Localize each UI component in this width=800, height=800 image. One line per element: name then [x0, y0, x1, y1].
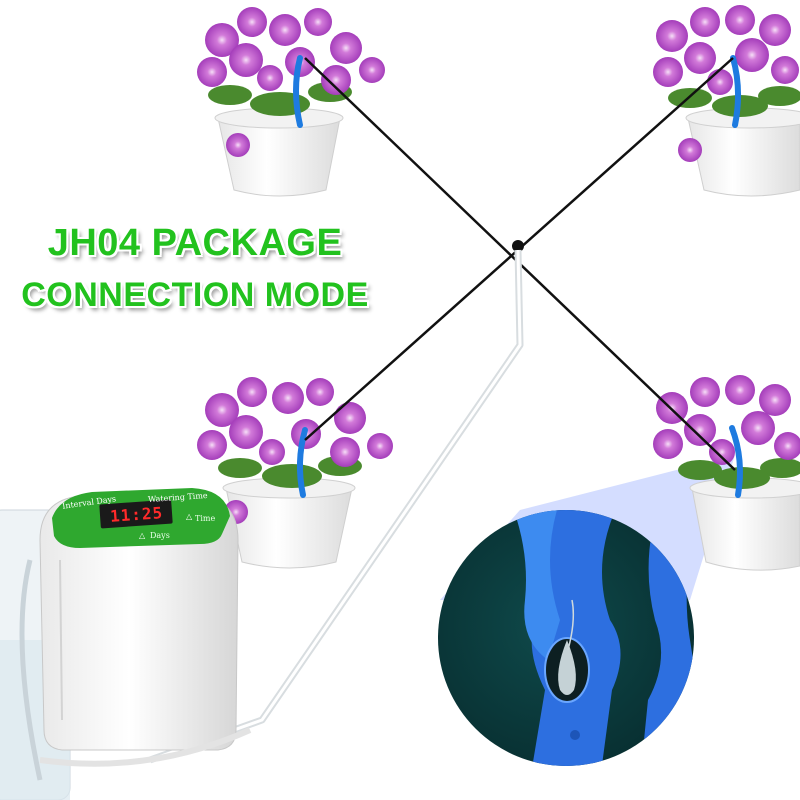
headline-line-2: CONNECTION MODE — [21, 276, 369, 314]
potted-plant-top-left — [197, 7, 385, 197]
lcd-readout: 11:25 — [109, 503, 164, 526]
triangle-up-icon[interactable]: △ — [139, 531, 146, 540]
lcd-display — [99, 499, 173, 529]
dripper-zoom — [438, 510, 694, 766]
days-button[interactable]: Days — [150, 531, 170, 540]
pump-device — [39, 488, 252, 767]
triangle-up-icon[interactable]: △ — [186, 512, 193, 521]
potted-plant-bottom-left — [197, 377, 393, 569]
headline-line-1: JH04 PACKAGE — [47, 222, 343, 264]
potted-plant-top-right — [653, 5, 800, 197]
tube-junction — [512, 240, 524, 252]
time-button[interactable]: Time — [195, 514, 216, 523]
